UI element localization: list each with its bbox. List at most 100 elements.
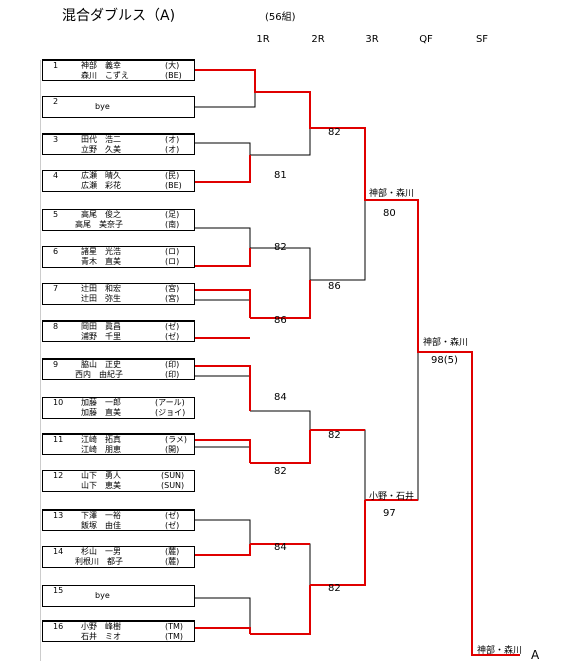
player-1-name: 辻田 和宏 [81,284,121,293]
player-2-name: 飯塚 由佳 [81,521,121,530]
entry-number: 9 [53,360,59,369]
round-label-3r: 3R [365,34,379,45]
player-2-club: (開) [165,445,180,454]
player-2-name: 立野 久美 [81,145,121,154]
entry-number: 16 [53,622,64,631]
player-1-club: (アール) [155,398,185,407]
entry-box-6: 6 諸星 光浩(ロ) 青木 直美(ロ) [42,246,195,268]
bye-label: bye [95,102,110,111]
entry-box-10: 10 加藤 一郎(アール) 加藤 直美(ジョイ) [42,397,195,419]
player-2-club: (ジョイ) [155,408,186,417]
entry-box-3: 3 田代 浩二(オ) 立野 久美(オ) [42,133,195,155]
player-1-name: 小野 峰樹 [81,622,121,631]
player-1-name: 高尾 俊之 [81,210,121,219]
entry-number: 14 [53,547,64,556]
score-r1-match5: 84 [274,392,287,403]
score-r1-match6: 82 [274,466,287,477]
score-r2-match3: 82 [328,430,341,441]
player-1-name: 山下 勇人 [81,471,121,480]
page-title: 混合ダブルス（A) [62,8,176,24]
player-2-club: (TM) [165,632,184,641]
score-r2-match1: 82 [328,127,341,138]
player-1-name: 脇山 正史 [81,360,121,369]
player-1-club: (ラメ) [165,435,188,444]
player-2-club: (オ) [165,145,180,154]
player-2-name: 利根川 都子 [75,557,123,566]
player-2-name: 青木 直美 [81,257,121,266]
player-1-club: (TM) [165,622,184,631]
entry-box-7: 7 辻田 和宏 (宮) 辻田 弥生 (宮) [42,283,195,305]
score-r3-top: 80 [383,208,396,219]
frame-left-line [40,60,41,661]
player-2-club: (南) [165,220,180,229]
player-2-name: 石井 ミオ [81,632,121,641]
player-2-club: (SUN) [161,481,185,490]
player-1-club: (民) [165,171,180,180]
entry-box-2: 2 bye [42,96,195,118]
bye-label: bye [95,591,110,600]
player-2-name: 浦野 千里 [81,332,121,341]
player-2-club: (BE) [165,181,182,190]
player-2-club: (印) [165,370,180,379]
player-2-name: 加藤 直美 [81,408,121,417]
entry-number: 15 [53,586,64,595]
score-r1-match3: 82 [274,242,287,253]
entry-number: 1 [53,61,59,70]
entry-number: 10 [53,398,64,407]
score-qf: 98(5) [431,355,458,366]
entry-number: 2 [53,97,59,106]
player-2-name: 広瀬 彩花 [81,181,121,190]
player-2-club: (麓) [165,557,180,566]
round-label-qf: QF [419,34,433,45]
entry-box-16: 16 小野 峰樹 (TM) 石井 ミオ (TM) [42,620,195,642]
player-1-name: 杉山 一男 [81,547,121,556]
entry-box-1: 1 神部 義幸(大) 森川 こずえ(BE) [42,59,195,81]
player-1-club: (SUN) [161,471,185,480]
winner-r3-top: 神部・森川 [369,189,415,199]
round-label-sf: SF [475,34,489,45]
group-count: (56組) [265,12,296,23]
player-1-club: (ロ) [165,247,180,256]
player-2-club: (ゼ) [165,521,180,530]
player-1-name: 江崎 拓真 [81,435,121,444]
player-1-club: (麓) [165,547,180,556]
entry-box-12: 12 山下 勇人 (SUN) 山下 恵美 (SUN) [42,470,195,492]
entry-number: 7 [53,284,59,293]
score-r1-match2: 81 [274,170,287,181]
score-r2-match4: 82 [328,583,341,594]
score-r1-match7: 84 [274,542,287,553]
entry-box-9: 9 脇山 正史(印) 西内 由紀子(印) [42,358,195,380]
score-r3-bottom: 97 [383,508,396,519]
player-1-name: 下澤 一裕 [81,511,121,520]
player-2-club: (BE) [165,71,182,80]
score-r1-match4: 86 [274,315,287,326]
entry-box-15: 15 bye [42,585,195,607]
winner-sf: 神部・森川 [477,646,523,656]
player-2-name: 高尾 美奈子 [75,220,123,229]
entry-box-11: 11 江崎 拓真 (ラメ) 江崎 朋恵 (開) [42,433,195,455]
player-2-name: 山下 恵美 [81,481,121,490]
player-1-name: 田代 浩二 [81,135,121,144]
score-r2-match2: 86 [328,281,341,292]
player-1-club: (宮) [165,284,180,293]
round-label-2r: 2R [311,34,325,45]
player-1-club: (ゼ) [165,511,180,520]
entry-box-5: 5 高尾 俊之(足) 高尾 美奈子(南) [42,209,195,231]
player-1-name: 広瀬 晴久 [81,171,121,180]
player-2-club: (宮) [165,294,180,303]
player-2-name: 辻田 弥生 [81,294,121,303]
player-1-club: (大) [165,61,180,70]
player-1-club: (ゼ) [165,322,180,331]
winner-qf: 神部・森川 [423,338,469,348]
entry-number: 6 [53,247,59,256]
player-2-name: 江崎 朋恵 [81,445,121,454]
entry-number: 3 [53,135,59,144]
corner-letter: A [531,648,540,662]
player-1-name: 岡田 眞昌 [81,322,121,331]
entry-number: 11 [53,435,64,444]
player-2-name: 西内 由紀子 [75,370,123,379]
entry-number: 12 [53,471,64,480]
player-1-name: 神部 義幸 [81,61,121,70]
player-1-club: (足) [165,210,180,219]
